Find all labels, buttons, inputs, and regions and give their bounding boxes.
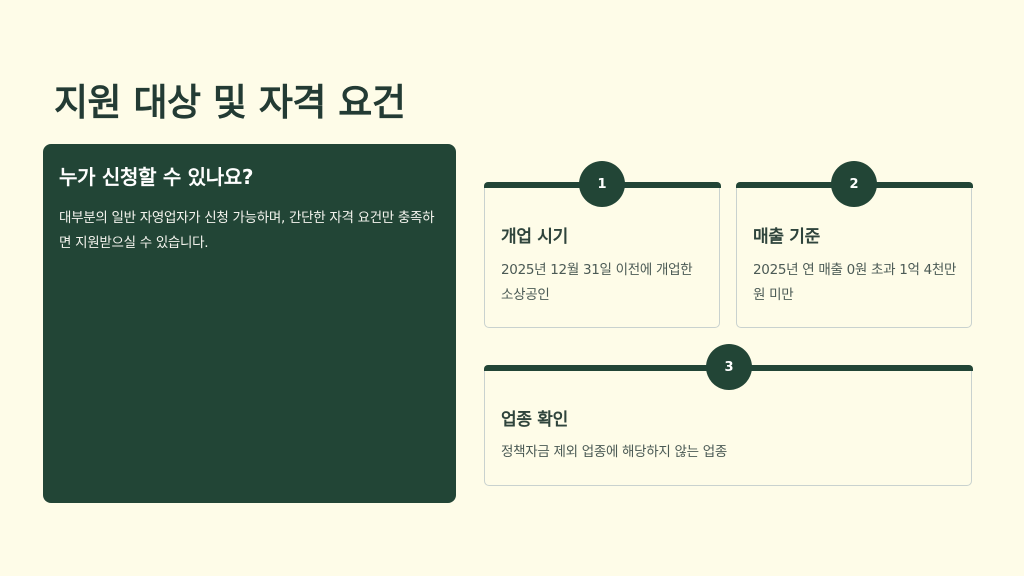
card-text: 정책자금 제외 업종에 해당하지 않는 업종	[501, 444, 727, 460]
intro-text: 대부분의 일반 자영업자가 신청 가능하며, 간단한 자격 요건만 충족하면 지…	[59, 210, 435, 251]
card-title: 업종 확인	[501, 410, 568, 430]
criteria-card-revenue: 2 매출 기준 2025년 연 매출 0원 초과 1억 4천만 원 미만	[735, 161, 973, 328]
card-text: 2025년 연 매출 0원 초과 1억 4천만 원 미만	[753, 262, 957, 303]
criteria-card-opening-date: 1 개업 시기 2025년 12월 31일 이전에 개업한 소상공인	[483, 161, 721, 328]
page-title: 지원 대상 및 자격 요건	[54, 81, 406, 124]
card-title: 매출 기준	[753, 227, 820, 247]
step-number-badge: 3	[706, 344, 752, 390]
step-number-badge: 1	[579, 161, 625, 207]
card-title: 개업 시기	[501, 227, 568, 247]
step-number-badge: 2	[831, 161, 877, 207]
intro-title: 누가 신청할 수 있나요?	[59, 165, 254, 189]
criteria-card-industry: 3 업종 확인 정책자금 제외 업종에 해당하지 않는 업종	[483, 344, 973, 486]
intro-panel: 누가 신청할 수 있나요? 대부분의 일반 자영업자가 신청 가능하며, 간단한…	[43, 144, 456, 503]
card-text: 2025년 12월 31일 이전에 개업한 소상공인	[501, 262, 693, 303]
